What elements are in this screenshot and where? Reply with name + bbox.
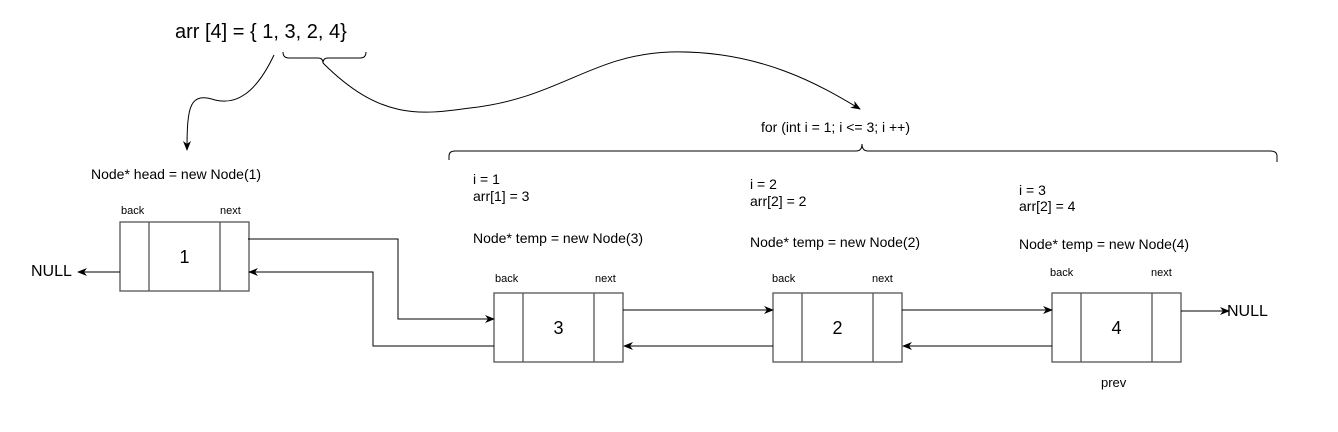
- iteration-3-arr: arr[2] = 4: [1019, 198, 1076, 214]
- link-node1-to-node3: [248, 238, 495, 323]
- link-node3-to-node1: [248, 268, 494, 347]
- node-1-outline: [119, 221, 250, 292]
- array-rest-brace: [282, 51, 367, 64]
- node-4-value: 4: [1111, 318, 1122, 338]
- node-3-back-label: back: [495, 273, 519, 285]
- loop-curve-arrow: [322, 51, 861, 113]
- loop-brace: [448, 143, 1278, 162]
- node-2-back-label: back: [772, 273, 796, 285]
- node-1-back-label: back: [121, 205, 145, 217]
- null-left-label: NULL: [31, 263, 72, 280]
- iteration-2-code: Node* temp = new Node(2): [750, 234, 921, 250]
- null-right-label: NULL: [1227, 303, 1268, 320]
- loop-code: for (int i = 1; i <= 3; i ++): [761, 119, 911, 135]
- node-4-next-label: next: [1151, 267, 1172, 279]
- node-3-outline: [493, 292, 624, 363]
- prev-pointer-label: prev: [1101, 375, 1127, 390]
- head-code: Node* head = new Node(1): [91, 166, 262, 182]
- node-4-outline: [1051, 292, 1182, 363]
- node-2-box: [772, 292, 903, 363]
- node-3-next-label: next: [595, 273, 616, 285]
- iteration-1-arr: arr[1] = 3: [473, 188, 530, 204]
- iteration-1-i: i = 1: [473, 171, 500, 187]
- iteration-2-arr: arr[2] = 2: [750, 193, 807, 209]
- node-1-box: [119, 221, 250, 292]
- iteration-3-i: i = 3: [1019, 182, 1046, 198]
- iteration-2-i: i = 2: [750, 176, 777, 192]
- node-2-value: 2: [832, 318, 843, 338]
- head-curve-arrow: [183, 54, 275, 151]
- node-2-outline: [772, 292, 903, 363]
- node-4-box: [1051, 292, 1182, 363]
- node-1-next-label: next: [220, 205, 241, 217]
- iteration-1-code: Node* temp = new Node(3): [473, 230, 644, 246]
- array-declaration: arr [4] = { 1, 3, 2, 4}: [175, 21, 347, 43]
- iteration-3-code: Node* temp = new Node(4): [1019, 236, 1190, 252]
- node-2-next-label: next: [872, 273, 893, 285]
- node-3-value: 3: [553, 318, 564, 338]
- node-1-value: 1: [179, 247, 190, 267]
- node-4-back-label: back: [1050, 267, 1074, 279]
- node-3-box: [493, 292, 624, 363]
